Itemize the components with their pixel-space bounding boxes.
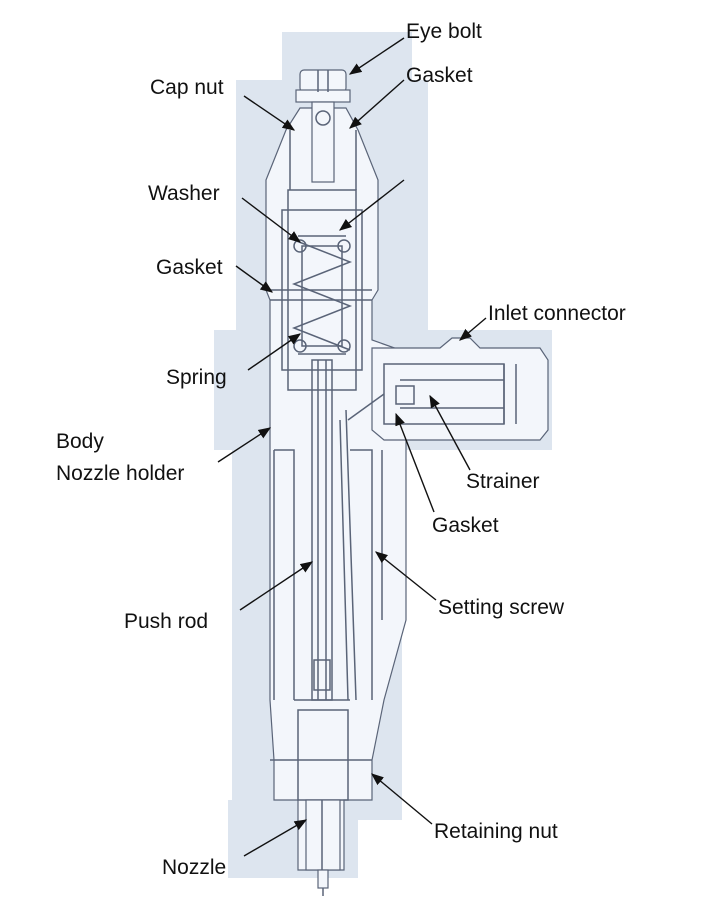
label-eye-bolt: Eye bolt: [406, 20, 482, 43]
label-spring: Spring: [166, 366, 227, 389]
label-nozzle-holder: Nozzle holder: [56, 462, 184, 485]
fuel-passage: [339, 409, 357, 701]
eye-bolt: [295, 69, 351, 183]
label-gasket-left: Gasket: [156, 256, 223, 279]
label-gasket-top: Gasket: [406, 64, 473, 87]
label-nozzle: Nozzle: [162, 856, 226, 879]
label-retaining-nut: Retaining nut: [434, 820, 558, 843]
label-setting-screw: Setting screw: [438, 596, 565, 619]
label-body: Body: [56, 430, 104, 453]
label-gasket-inlet: Gasket: [432, 514, 499, 537]
push-rod: [311, 359, 333, 701]
label-washer: Washer: [148, 182, 220, 205]
label-push-rod: Push rod: [124, 610, 208, 633]
nozzle: [305, 799, 341, 896]
label-inlet-connector: Inlet connector: [488, 302, 626, 325]
label-strainer: Strainer: [466, 470, 540, 493]
inlet-connector: [347, 337, 549, 441]
label-cap-nut: Cap nut: [150, 76, 224, 99]
nozzle-holder-body: [265, 107, 407, 871]
label-leaders: [217, 37, 487, 857]
spring: [291, 235, 353, 355]
